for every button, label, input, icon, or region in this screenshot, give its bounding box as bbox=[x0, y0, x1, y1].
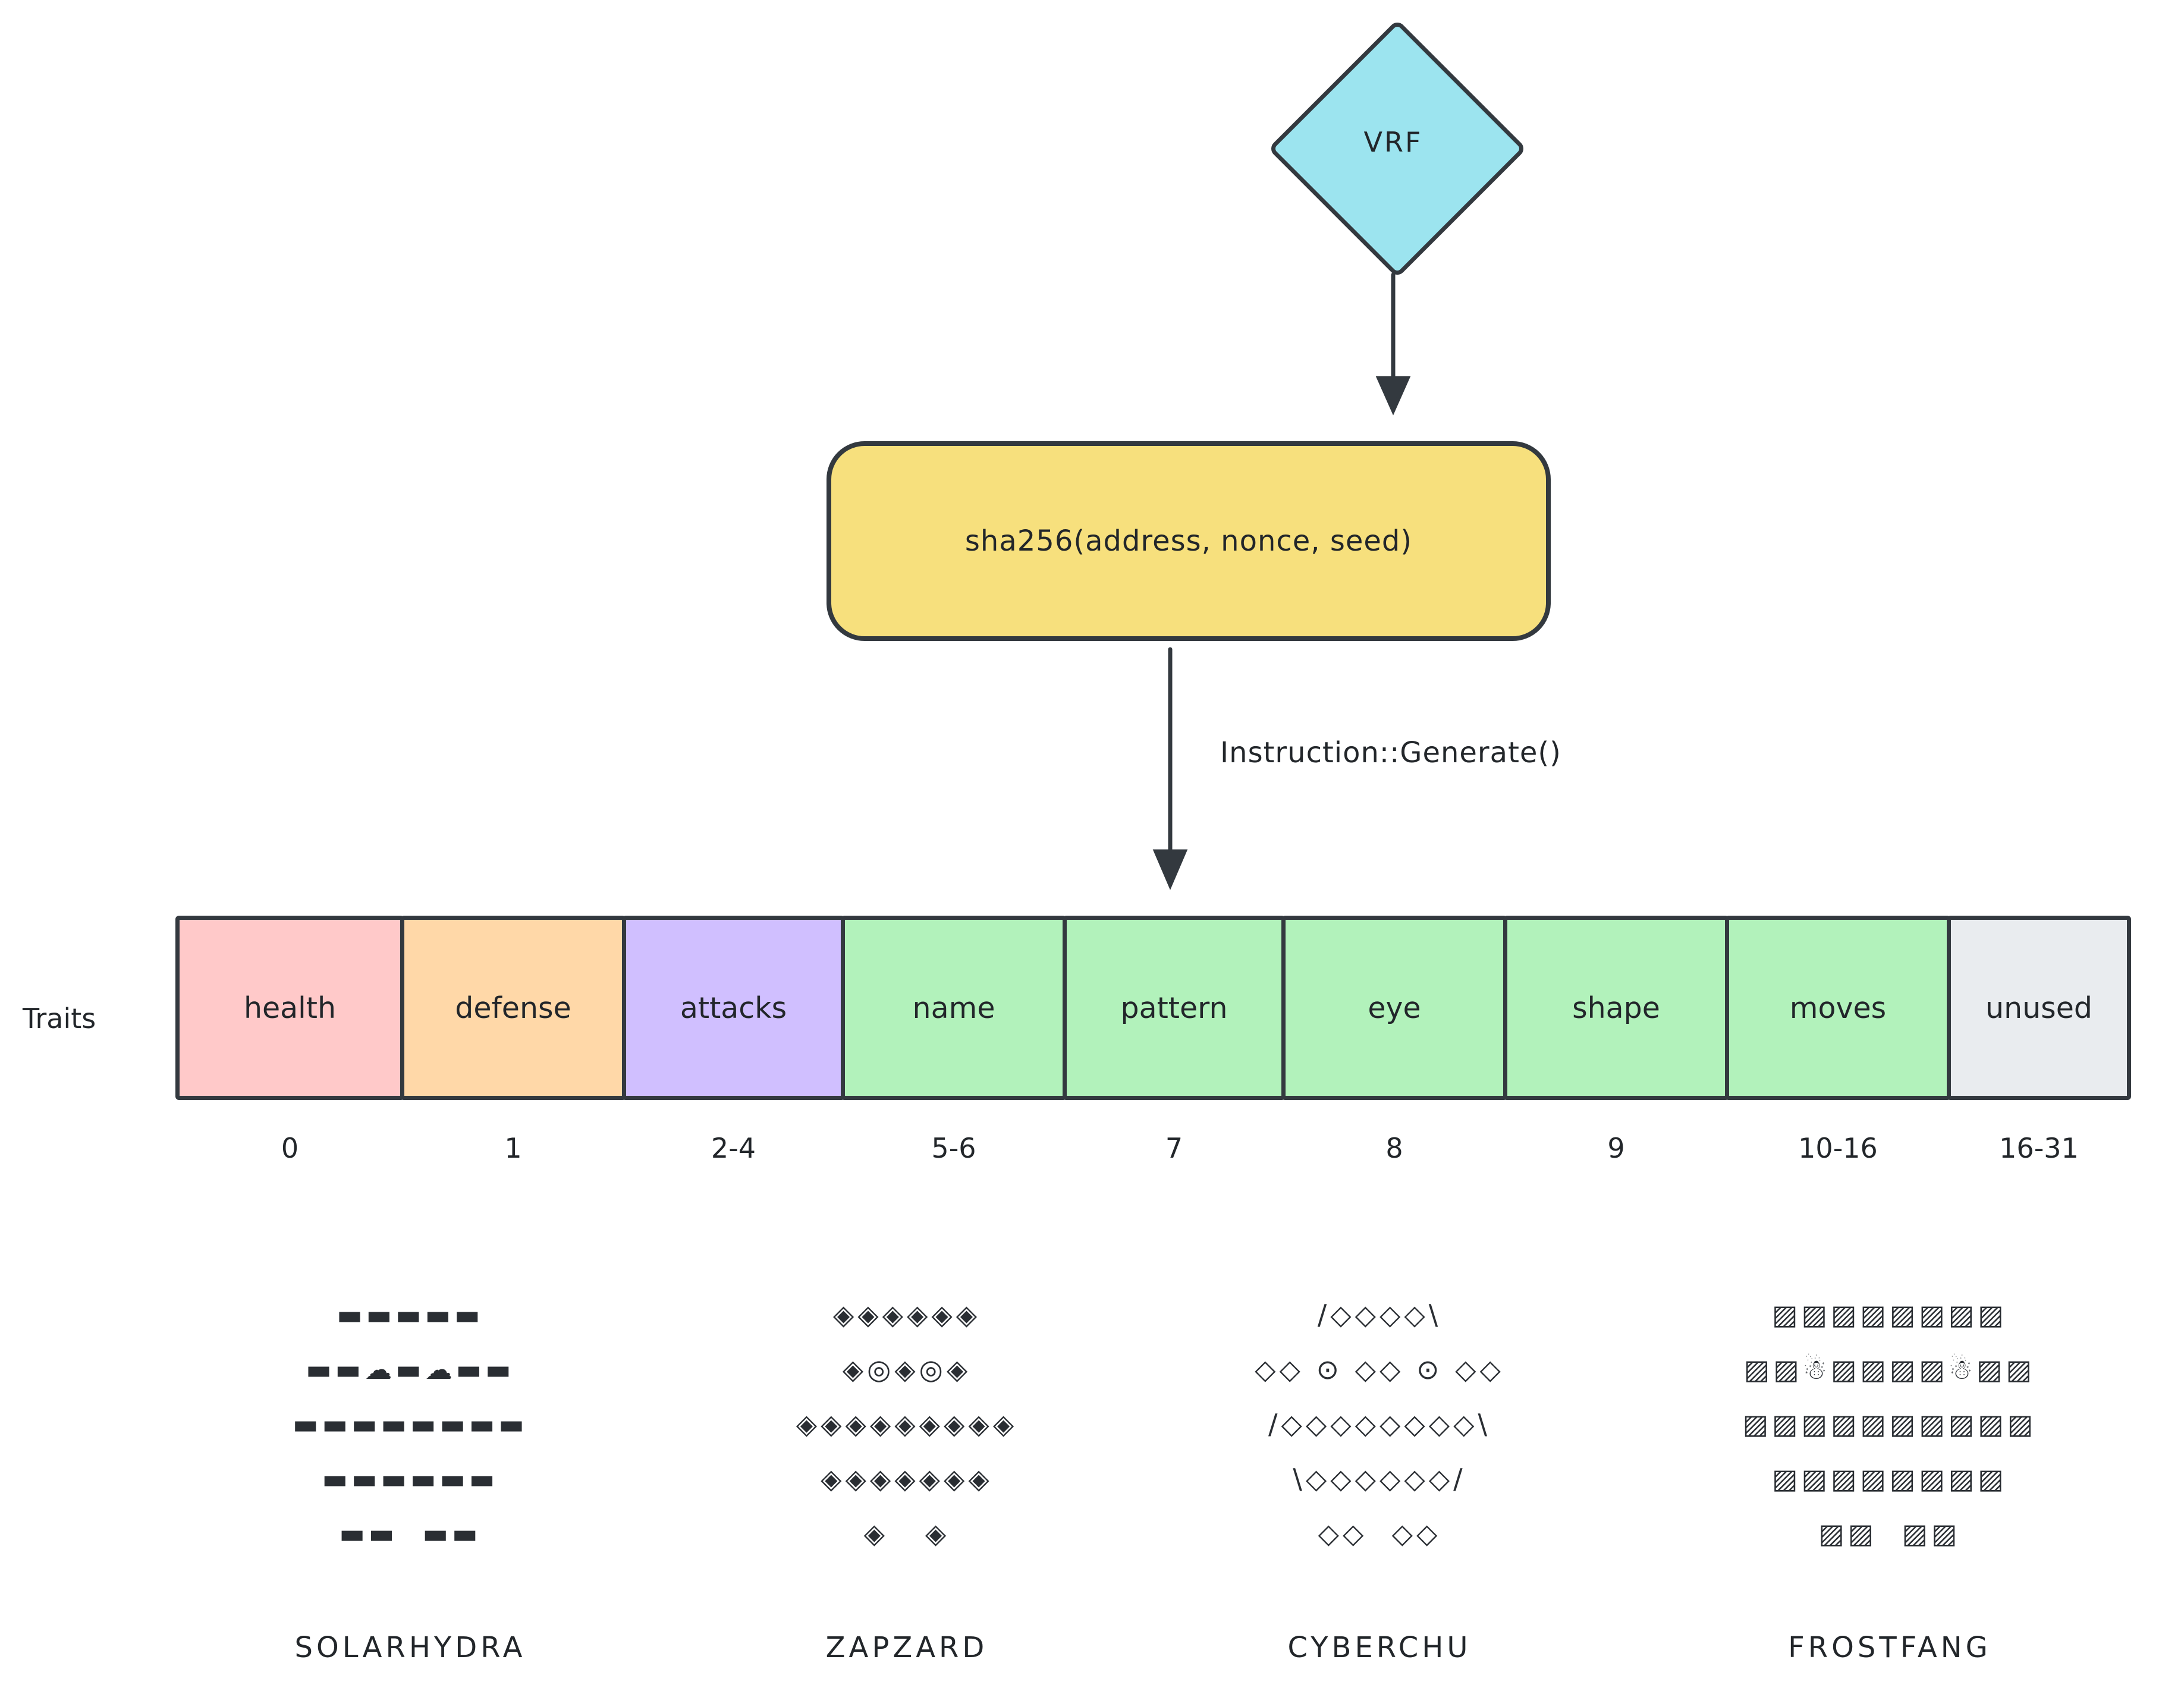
segment-health-label: health bbox=[243, 991, 337, 1025]
segment-health: health 0 bbox=[175, 916, 404, 1164]
segment-unused-box: unused bbox=[1947, 916, 2131, 1100]
creature-art: ◈◈◈◈◈◈ ◈◎◈◎◈ ◈◈◈◈◈◈◈◈◈ ◈◈◈◈◈◈◈ ◈ ◈ bbox=[796, 1287, 1017, 1561]
creature-art-line: ▨▨ ▨▨ bbox=[1818, 1517, 1961, 1550]
segment-eye: eye 8 bbox=[1281, 916, 1507, 1164]
creature-art-line: ▨▨▨▨▨▨▨▨ bbox=[1772, 1463, 2007, 1495]
creature-art: /◇◇◇◇\ ◇◇ ⊙ ◇◇ ⊙ ◇◇ /◇◇◇◇◇◇◇◇\ \◇◇◇◇◇◇/ … bbox=[1255, 1287, 1504, 1561]
creature-name: ZAPZARD bbox=[825, 1631, 988, 1664]
segment-shape-bytes: 9 bbox=[1607, 1132, 1625, 1164]
creature-art-line: \◇◇◇◇◇◇/ bbox=[1293, 1463, 1466, 1495]
vrf-label: VRF bbox=[1363, 126, 1423, 158]
segment-pattern: pattern 7 bbox=[1063, 916, 1286, 1164]
creature-art-line: ▬▬▬▬▬▬▬▬ bbox=[293, 1408, 528, 1440]
traits-label: Traits bbox=[23, 1002, 96, 1035]
creature-art-line: ◇◇ ⊙ ◇◇ ⊙ ◇◇ bbox=[1255, 1353, 1504, 1385]
segment-eye-box: eye bbox=[1281, 916, 1507, 1100]
segment-name-label: name bbox=[912, 991, 995, 1025]
creature-name: SOLARHYDRA bbox=[294, 1631, 526, 1664]
instruction-label: Instruction::Generate() bbox=[1220, 736, 1561, 769]
creature-art-line: ▨▨☃▨▨▨▨☃▨▨ bbox=[1743, 1353, 2036, 1385]
segment-moves: moves 10-16 bbox=[1725, 916, 1951, 1164]
creature-zapzard: ◈◈◈◈◈◈ ◈◎◈◎◈ ◈◈◈◈◈◈◈◈◈ ◈◈◈◈◈◈◈ ◈ ◈ ZAPZA… bbox=[796, 1287, 1017, 1664]
segment-moves-label: moves bbox=[1789, 991, 1887, 1025]
creature-art-line: ◈◈◈◈◈◈◈ bbox=[821, 1463, 993, 1495]
segment-defense-label: defense bbox=[455, 991, 571, 1025]
vrf-to-hash-arrow bbox=[1375, 272, 1411, 416]
creature-frostfang: ▨▨▨▨▨▨▨▨ ▨▨☃▨▨▨▨☃▨▨ ▨▨▨▨▨▨▨▨▨▨ ▨▨▨▨▨▨▨▨ … bbox=[1743, 1287, 2037, 1664]
creature-art-line: ▬▬ ▬▬ bbox=[339, 1517, 482, 1550]
segment-pattern-box: pattern bbox=[1063, 916, 1286, 1100]
creature-art-line: ◈ ◈ bbox=[863, 1517, 950, 1550]
segment-attacks-bytes: 2-4 bbox=[711, 1132, 756, 1164]
segment-unused: unused 16-31 bbox=[1947, 916, 2131, 1164]
segment-health-box: health bbox=[175, 916, 404, 1100]
creature-art-line: ◇◇ ◇◇ bbox=[1318, 1517, 1441, 1550]
creature-art-line: /◇◇◇◇◇◇◇◇\ bbox=[1268, 1408, 1491, 1440]
segment-shape: shape 9 bbox=[1503, 916, 1729, 1164]
segment-defense: defense 1 bbox=[400, 916, 626, 1164]
segment-name-bytes: 5-6 bbox=[931, 1132, 976, 1164]
hash-to-layout-arrow bbox=[1152, 647, 1188, 890]
byte-layout-bar: health 0 defense 1 attacks 2-4 name 5-6 … bbox=[175, 916, 2131, 1164]
creature-art-line: ▬▬▬▬▬▬ bbox=[322, 1463, 499, 1495]
segment-pattern-bytes: 7 bbox=[1165, 1132, 1183, 1164]
hash-label: sha256(address, nonce, seed) bbox=[964, 524, 1413, 558]
segment-attacks-box: attacks bbox=[622, 916, 845, 1100]
segment-attacks: attacks 2-4 bbox=[622, 916, 845, 1164]
segment-name-box: name bbox=[841, 916, 1067, 1100]
creature-art-line: ◈◈◈◈◈◈◈◈◈ bbox=[796, 1408, 1018, 1440]
creature-name: CYBERCHU bbox=[1287, 1631, 1472, 1664]
creature-art-line: ◈◈◈◈◈◈ bbox=[832, 1299, 981, 1331]
creature-solarhydra: ▬▬▬▬▬ ▬▬☁▬☁▬▬ ▬▬▬▬▬▬▬▬ ▬▬▬▬▬▬ ▬▬ ▬▬ SOLA… bbox=[293, 1287, 528, 1664]
segment-pattern-label: pattern bbox=[1120, 991, 1228, 1025]
segment-moves-bytes: 10-16 bbox=[1798, 1132, 1878, 1164]
segment-health-bytes: 0 bbox=[281, 1132, 299, 1164]
creature-art-line: ▬▬▬▬▬ bbox=[337, 1299, 484, 1331]
creature-art-line: ▨▨▨▨▨▨▨▨ bbox=[1772, 1299, 2007, 1331]
segment-name: name 5-6 bbox=[841, 916, 1067, 1164]
creature-art-line: ◈◎◈◎◈ bbox=[842, 1353, 972, 1385]
creature-art: ▬▬▬▬▬ ▬▬☁▬☁▬▬ ▬▬▬▬▬▬▬▬ ▬▬▬▬▬▬ ▬▬ ▬▬ bbox=[293, 1287, 528, 1561]
creature-art-line: ▨▨▨▨▨▨▨▨▨▨ bbox=[1742, 1408, 2037, 1440]
segment-eye-label: eye bbox=[1368, 991, 1421, 1025]
segment-attacks-label: attacks bbox=[680, 991, 787, 1025]
creature-art-line: ▬▬☁▬☁▬▬ bbox=[306, 1353, 515, 1385]
segment-unused-bytes: 16-31 bbox=[1999, 1132, 2079, 1164]
segment-defense-bytes: 1 bbox=[504, 1132, 522, 1164]
segment-unused-label: unused bbox=[1985, 991, 2092, 1025]
hash-box: sha256(address, nonce, seed) bbox=[827, 441, 1551, 641]
segment-defense-box: defense bbox=[400, 916, 626, 1100]
creature-art-line: /◇◇◇◇\ bbox=[1317, 1299, 1442, 1331]
segment-shape-box: shape bbox=[1503, 916, 1729, 1100]
creature-name: FROSTFANG bbox=[1788, 1631, 1991, 1664]
segment-moves-box: moves bbox=[1725, 916, 1951, 1100]
creature-art: ▨▨▨▨▨▨▨▨ ▨▨☃▨▨▨▨☃▨▨ ▨▨▨▨▨▨▨▨▨▨ ▨▨▨▨▨▨▨▨ … bbox=[1743, 1287, 2037, 1561]
segment-eye-bytes: 8 bbox=[1385, 1132, 1403, 1164]
creature-cyberchu: /◇◇◇◇\ ◇◇ ⊙ ◇◇ ⊙ ◇◇ /◇◇◇◇◇◇◇◇\ \◇◇◇◇◇◇/ … bbox=[1255, 1287, 1504, 1664]
segment-shape-label: shape bbox=[1572, 991, 1660, 1025]
